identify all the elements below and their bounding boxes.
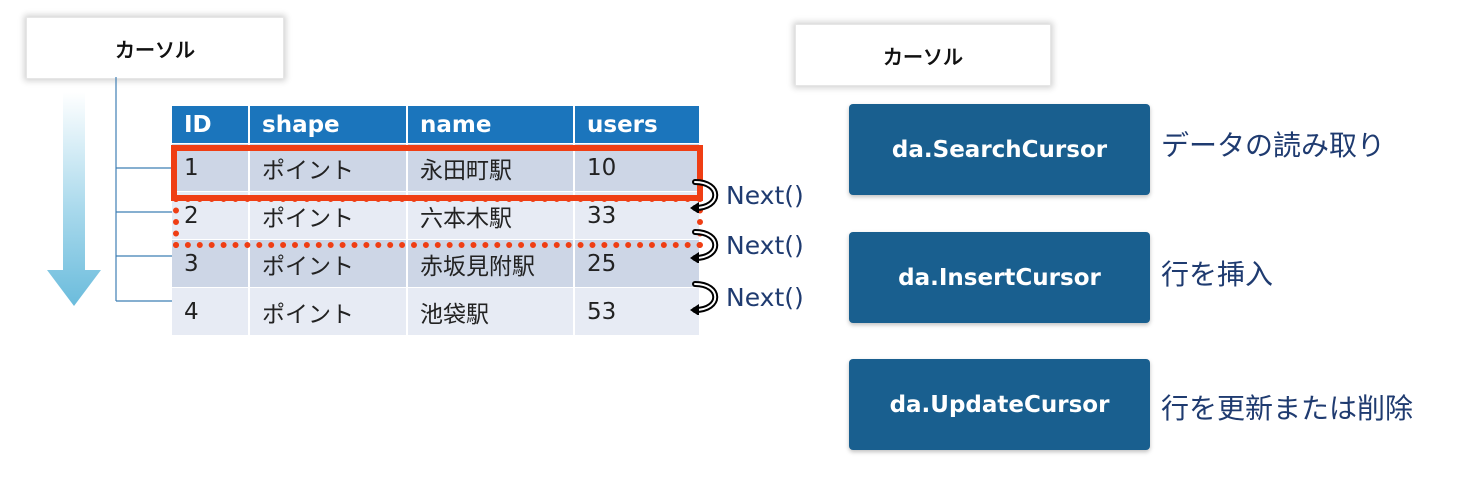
cell-id: 1 bbox=[172, 143, 250, 192]
column-header-id: ID bbox=[172, 106, 250, 144]
update-cursor-label: da.UpdateCursor bbox=[889, 391, 1110, 418]
cursor-label-box-right: カーソル bbox=[795, 24, 1051, 86]
curved-arrow-icon bbox=[690, 281, 718, 315]
next-row-highlight bbox=[173, 196, 703, 248]
current-row-highlight bbox=[171, 145, 703, 201]
search-cursor-label: da.SearchCursor bbox=[891, 136, 1108, 163]
update-cursor-description: 行を更新または削除 bbox=[1161, 392, 1414, 425]
search-cursor-box: da.SearchCursor bbox=[849, 104, 1150, 195]
update-cursor-box: da.UpdateCursor bbox=[849, 359, 1150, 450]
table-row: 4 ポイント 池袋駅 53 bbox=[172, 287, 699, 335]
next-step-2: Next() bbox=[690, 227, 804, 263]
curved-arrow-icon bbox=[690, 229, 718, 263]
curved-arrow-icon bbox=[690, 179, 718, 213]
cell-name: 永田町駅 bbox=[407, 143, 575, 192]
cell-users: 10 bbox=[574, 143, 699, 192]
cell-shape: ポイント bbox=[249, 287, 408, 335]
insert-cursor-label: da.InsertCursor bbox=[898, 264, 1101, 291]
column-header-users: users bbox=[574, 106, 699, 144]
next-label: Next() bbox=[726, 230, 804, 260]
feature-table: ID shape name users 1 ポイント 永田町駅 10 2 ポイン… bbox=[172, 106, 699, 335]
table-row: 1 ポイント 永田町駅 10 bbox=[172, 143, 699, 192]
insert-cursor-description: 行を挿入 bbox=[1161, 258, 1274, 291]
next-step-1: Next() bbox=[690, 177, 804, 213]
down-arrow-icon bbox=[47, 92, 101, 306]
cell-shape: ポイント bbox=[249, 143, 408, 192]
column-header-name: name bbox=[407, 106, 575, 144]
cursor-label-left: カーソル bbox=[115, 37, 195, 62]
cursor-label-right: カーソル bbox=[883, 44, 963, 69]
next-label: Next() bbox=[726, 180, 804, 210]
insert-cursor-box: da.InsertCursor bbox=[849, 232, 1150, 323]
table-header-row: ID shape name users bbox=[172, 106, 699, 144]
cell-name: 池袋駅 bbox=[407, 287, 575, 335]
cell-id: 4 bbox=[172, 287, 250, 335]
cell-users: 53 bbox=[574, 287, 699, 335]
search-cursor-description: データの読み取り bbox=[1161, 129, 1386, 162]
next-label: Next() bbox=[726, 282, 804, 312]
cursor-label-box-left: カーソル bbox=[26, 17, 284, 79]
column-header-shape: shape bbox=[249, 106, 408, 144]
cursor-tree-connector bbox=[115, 77, 172, 302]
next-step-3: Next() bbox=[690, 279, 804, 315]
